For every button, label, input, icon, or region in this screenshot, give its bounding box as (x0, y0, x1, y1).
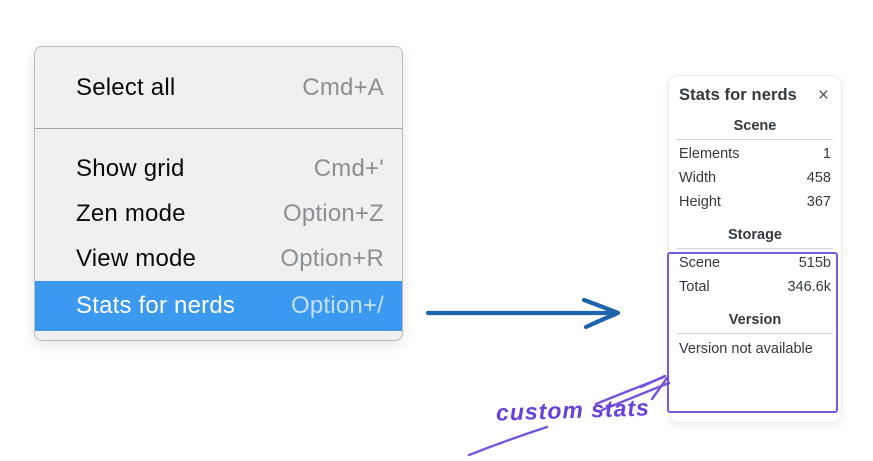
section-header: Scene (733, 118, 777, 134)
menu-item-zen-mode[interactable]: Zen mode Option+Z (35, 191, 402, 236)
stat-value: 346.6k (787, 279, 831, 295)
stats-panel-title: Stats for nerds (679, 86, 797, 104)
section-divider (677, 333, 833, 334)
menu-item-shortcut: Option+/ (291, 292, 384, 319)
stat-label: Height (679, 194, 721, 210)
menu-item-shortcut: Cmd+' (313, 154, 384, 182)
menu-item-label: Zen mode (76, 199, 186, 227)
menu-item-select-all[interactable]: Select all Cmd+A (35, 47, 402, 128)
menu-item-label: Show grid (76, 154, 185, 182)
stats-section-scene: Scene Elements 1 Width 458 Height 367 (677, 118, 833, 214)
stats-section-version: Version Version not available (677, 312, 833, 357)
section-divider (677, 139, 833, 140)
stats-row: Elements 1 (677, 142, 833, 166)
purple-arrow-icon (467, 374, 671, 457)
blue-arrow-icon (425, 297, 621, 330)
stat-label: Elements (679, 146, 740, 162)
stats-row: Total 346.6k (677, 275, 833, 299)
stat-value: 1 (822, 146, 831, 162)
menu-item-shortcut: Option+Z (283, 199, 384, 227)
menu-item-view-mode[interactable]: View mode Option+R (35, 236, 402, 281)
menu-item-label: Select all (76, 73, 176, 101)
section-header: Storage (728, 227, 782, 243)
annotation-label: custom stats (495, 394, 651, 426)
menu-divider (35, 128, 402, 129)
menu-item-show-grid[interactable]: Show grid Cmd+' (35, 146, 402, 191)
version-note: Version not available (679, 341, 813, 357)
menu-item-shortcut: Cmd+A (302, 73, 384, 101)
stat-label: Total (679, 279, 710, 295)
stat-value: 515b (798, 255, 831, 271)
stats-panel: Stats for nerds × Scene Elements 1 Width… (668, 75, 842, 423)
stat-value: 458 (806, 170, 831, 186)
stat-value: 367 (806, 194, 831, 210)
section-header: Version (728, 312, 782, 328)
stats-row: Width 458 (677, 166, 833, 190)
stats-panel-header: Stats for nerds × (677, 86, 833, 105)
stats-row: Scene 515b (677, 251, 833, 275)
stats-section-storage: Storage Scene 515b Total 346.6k (677, 227, 833, 299)
stat-label: Scene (679, 255, 721, 271)
menu-item-stats-for-nerds[interactable]: Stats for nerds Option+/ (35, 281, 402, 331)
stat-label: Width (679, 170, 717, 186)
context-menu: Select all Cmd+A Show grid Cmd+' Zen mod… (34, 46, 403, 341)
section-divider (677, 248, 833, 249)
menu-item-label: Stats for nerds (76, 292, 236, 319)
close-icon[interactable]: × (817, 85, 829, 106)
menu-item-shortcut: Option+R (280, 244, 384, 272)
stats-row: Height 367 (677, 190, 833, 214)
menu-section: Show grid Cmd+' Zen mode Option+Z View m… (35, 129, 402, 331)
menu-item-label: View mode (76, 244, 197, 272)
